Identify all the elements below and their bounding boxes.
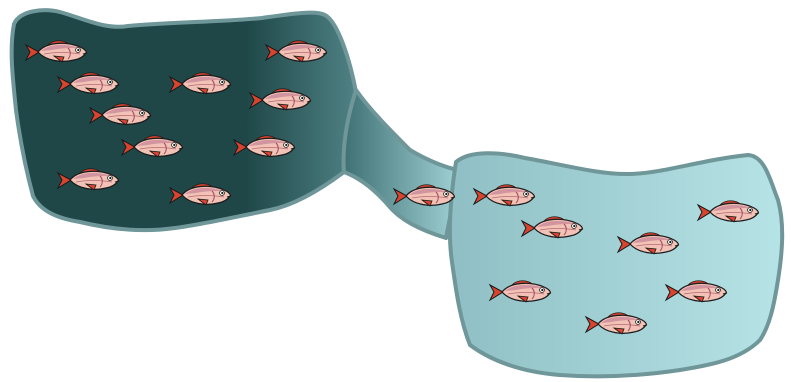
connecting-channel: [344, 90, 458, 238]
